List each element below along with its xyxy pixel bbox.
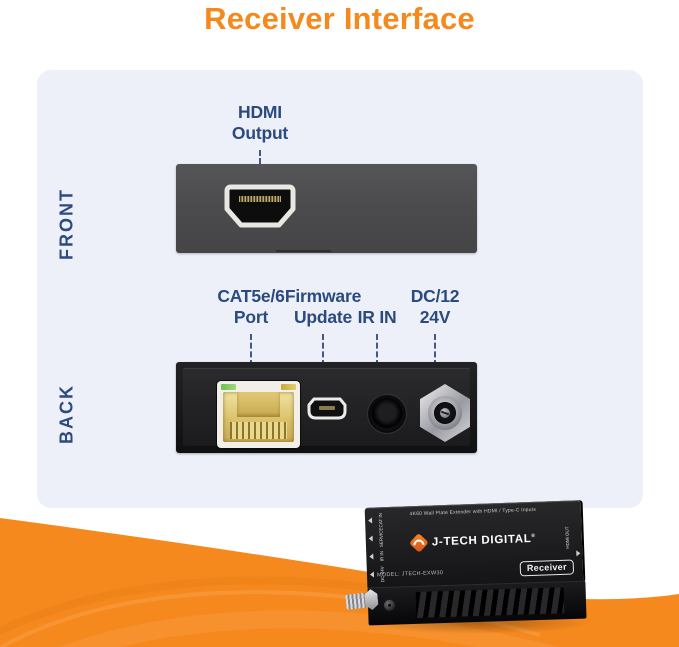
receiver-product-photo: 4K60 Wall Plate Extender with HDMI / Typ… (345, 494, 602, 640)
rj45-port (217, 381, 300, 448)
rj45-pins (230, 422, 287, 439)
port-label-hdmi-out: HDMI OUT (564, 526, 581, 557)
callout-dc-line2: 24V (419, 307, 451, 327)
rj45-tab-slot (237, 392, 280, 417)
device-back-panel (176, 362, 477, 453)
panel-seam (276, 250, 331, 252)
device-front-face (367, 580, 587, 626)
ir-in-jack (371, 398, 403, 430)
front-section-label: FRONT (56, 188, 77, 260)
port-label-text: SERVICE (378, 527, 385, 548)
port-label-text: IR IN (379, 551, 385, 562)
callout-ir-line2: IR IN (357, 307, 397, 327)
brand-logo: J-TECH DIGITAL® (366, 530, 582, 553)
callout-cat-line2: Port (233, 307, 269, 327)
dc-connector-side (345, 588, 381, 613)
jtech-diamond-icon (408, 533, 429, 553)
callout-firmware: Firmware Update (268, 286, 378, 328)
back-section-label: BACK (56, 384, 77, 444)
ventilation-grille (415, 587, 565, 618)
callout-dashed-line (250, 334, 252, 366)
activity-led-amber (281, 384, 296, 390)
callout-cat-line1: CAT5e/6 (217, 286, 285, 306)
callout-dashed-line (322, 334, 324, 366)
brand-name: J-TECH DIGITAL® (431, 532, 536, 549)
callout-dashed-line (259, 150, 261, 172)
callout-dc-power: DC/12 24V (380, 286, 490, 328)
callout-firmware-line2: Update (293, 307, 353, 327)
callout-cat-port: CAT5e/6 Port (196, 286, 306, 328)
callout-dc-line1: DC/12 (410, 286, 460, 306)
callout-firmware-line1: Firmware (284, 286, 362, 306)
trademark-symbol: ® (531, 533, 536, 540)
page-title: Receiver Interface (204, 1, 475, 36)
port-label-dc: DC 24V (369, 565, 387, 584)
receiver-badge: Receiver (519, 559, 575, 577)
callout-dashed-line (376, 334, 378, 366)
dc-power-jack (420, 384, 470, 442)
micro-usb-port (307, 397, 347, 425)
port-label-text: HDMI OUT (564, 526, 571, 549)
port-arrow-icon (576, 550, 581, 557)
link-led-green (221, 384, 236, 390)
callout-hdmi-output: HDMI Output (205, 102, 315, 144)
brand-text: J-TECH DIGITAL (431, 532, 532, 549)
diagram-panel: FRONT HDMI Output BACK CAT5e/6 Port Firm (37, 70, 643, 508)
screw (383, 599, 396, 611)
callout-dashed-line (434, 334, 436, 366)
threaded-barrel (345, 592, 368, 610)
callout-hdmi-line2: Output (231, 123, 289, 143)
callout-hdmi-line1: HDMI (238, 102, 282, 122)
hdmi-port (224, 184, 296, 235)
callout-ir-in: IR IN (322, 286, 432, 328)
device-front-panel (176, 164, 477, 253)
rj45-cavity (223, 392, 294, 442)
device-top-face: 4K60 Wall Plate Extender with HDMI / Typ… (364, 500, 584, 590)
port-label-service: SERVICE (368, 527, 385, 548)
device-description-text: 4K60 Wall Plate Extender with HDMI / Typ… (409, 506, 537, 518)
port-label-ir-in: IR IN (369, 547, 386, 566)
port-label-text: DC 24V (379, 566, 386, 583)
back-panel-face (183, 368, 470, 448)
